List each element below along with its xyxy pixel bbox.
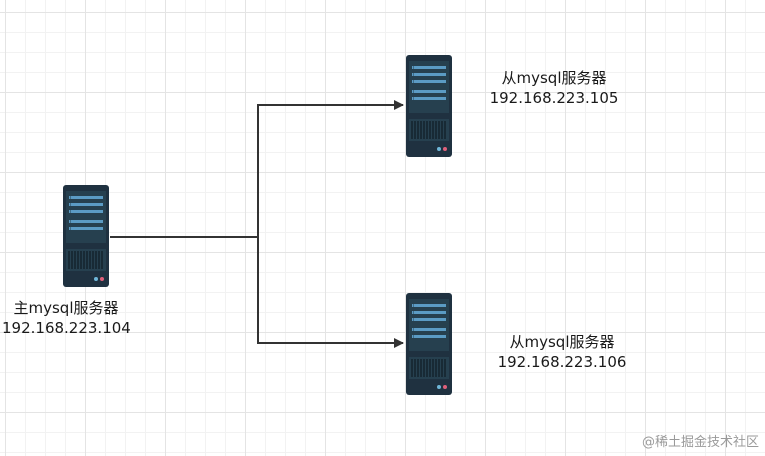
master-server-label: 主mysql服务器 192.168.223.104: [2, 298, 131, 338]
edge-master-to-slave2: [257, 237, 404, 348]
watermark: @稀土掘金技术社区: [641, 435, 759, 450]
server-rack-icon: [63, 185, 109, 287]
server-rack-icon: [406, 293, 452, 395]
master-server-node[interactable]: [63, 185, 109, 287]
slave-server-ip-1: 192.168.223.105: [489, 89, 619, 107]
slave-server-label-1: 从mysql服务器 192.168.223.105: [488, 68, 620, 108]
slave-server-node-1[interactable]: [406, 55, 452, 157]
slave-server-ip-2: 192.168.223.106: [497, 353, 627, 371]
slave-server-label-2: 从mysql服务器 192.168.223.106: [496, 332, 628, 372]
master-server-ip: 192.168.223.104: [2, 319, 131, 337]
master-server-name: 主mysql服务器: [13, 299, 119, 317]
server-rack-icon: [406, 55, 452, 157]
edge-master-to-slave1: [110, 100, 404, 238]
slave-server-name-1: 从mysql服务器: [501, 69, 607, 87]
slave-server-name-2: 从mysql服务器: [509, 333, 615, 351]
slave-server-node-2[interactable]: [406, 293, 452, 395]
